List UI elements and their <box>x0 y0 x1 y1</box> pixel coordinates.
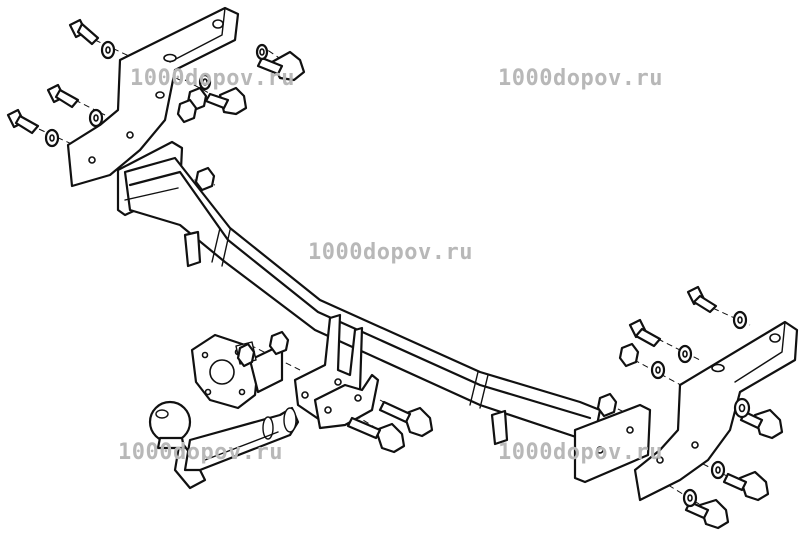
nut <box>268 330 290 356</box>
washer <box>677 344 693 364</box>
tow-ball <box>148 400 192 450</box>
washer <box>44 128 60 148</box>
washer <box>710 460 726 480</box>
bolt <box>204 86 248 116</box>
nut <box>236 342 256 368</box>
bolt <box>46 83 80 109</box>
washer <box>650 360 666 380</box>
crossbar-beam <box>116 140 652 484</box>
washer <box>255 43 269 61</box>
bolt <box>6 108 40 135</box>
nut <box>194 166 216 192</box>
bolt <box>378 400 434 438</box>
bolt-group <box>6 18 784 530</box>
nut <box>596 392 618 418</box>
neck-mount-plate <box>293 313 380 430</box>
washer <box>100 40 116 60</box>
washer <box>733 397 751 419</box>
washer <box>88 108 104 128</box>
bolt <box>346 416 406 454</box>
washer-group <box>44 40 751 508</box>
washer <box>198 73 212 91</box>
bolt <box>628 318 662 348</box>
nut <box>618 342 640 368</box>
nut <box>176 98 198 124</box>
socket-plate <box>190 333 284 410</box>
bolt <box>722 470 770 502</box>
washer <box>682 488 698 508</box>
bolt <box>256 50 306 82</box>
bolt <box>686 285 718 314</box>
bolt <box>68 18 100 46</box>
right-mounting-bracket <box>633 320 799 502</box>
left-mounting-bracket <box>66 6 240 188</box>
washer <box>732 310 748 330</box>
bolt <box>739 408 784 440</box>
nut-group <box>176 86 640 418</box>
tow-ball-neck <box>173 406 300 490</box>
